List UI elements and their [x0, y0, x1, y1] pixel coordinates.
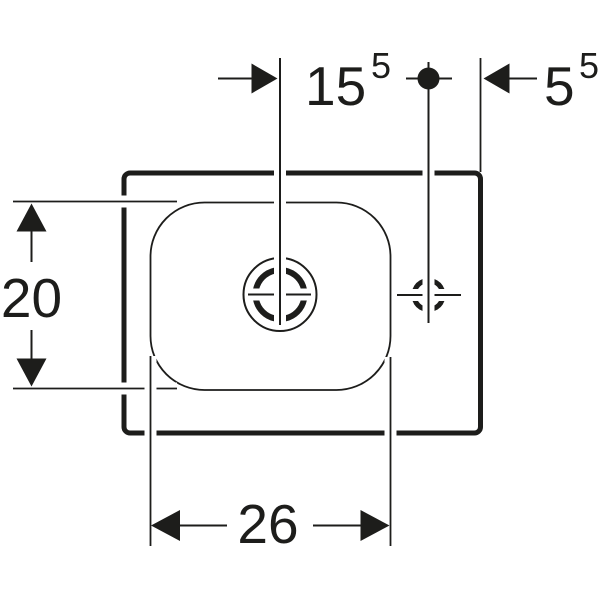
dimension-tap-to-edge-label: 5 — [544, 55, 575, 117]
dimension-bowl-depth-label: 20 — [1, 267, 62, 329]
arrowhead-up-icon — [16, 203, 47, 232]
dimension-drain-to-tap: 15 5 — [218, 45, 391, 117]
arrowhead-down-icon — [16, 358, 47, 387]
dimension-tap-to-edge-superscript: 5 — [579, 45, 599, 86]
arrowhead-right-icon — [360, 510, 390, 541]
drain-broken-ring — [253, 267, 307, 322]
arrowhead-left-icon — [151, 510, 180, 541]
arrowhead-right-icon — [251, 63, 278, 94]
dimension-bowl-width: 26 — [151, 493, 390, 555]
washbasin-body-outline — [121, 170, 483, 436]
dimension-dot-marker — [417, 67, 440, 90]
dimension-drain-to-tap-superscript: 5 — [371, 45, 391, 86]
dimension-tap-to-edge: 5 5 — [483, 45, 599, 117]
bowl-outline — [149, 201, 392, 391]
dimension-drain-to-tap-label: 15 — [305, 55, 366, 117]
arrowhead-left-icon — [483, 63, 510, 94]
dimension-bowl-depth: 20 — [1, 203, 62, 387]
dimension-bowl-width-label: 26 — [237, 493, 298, 555]
